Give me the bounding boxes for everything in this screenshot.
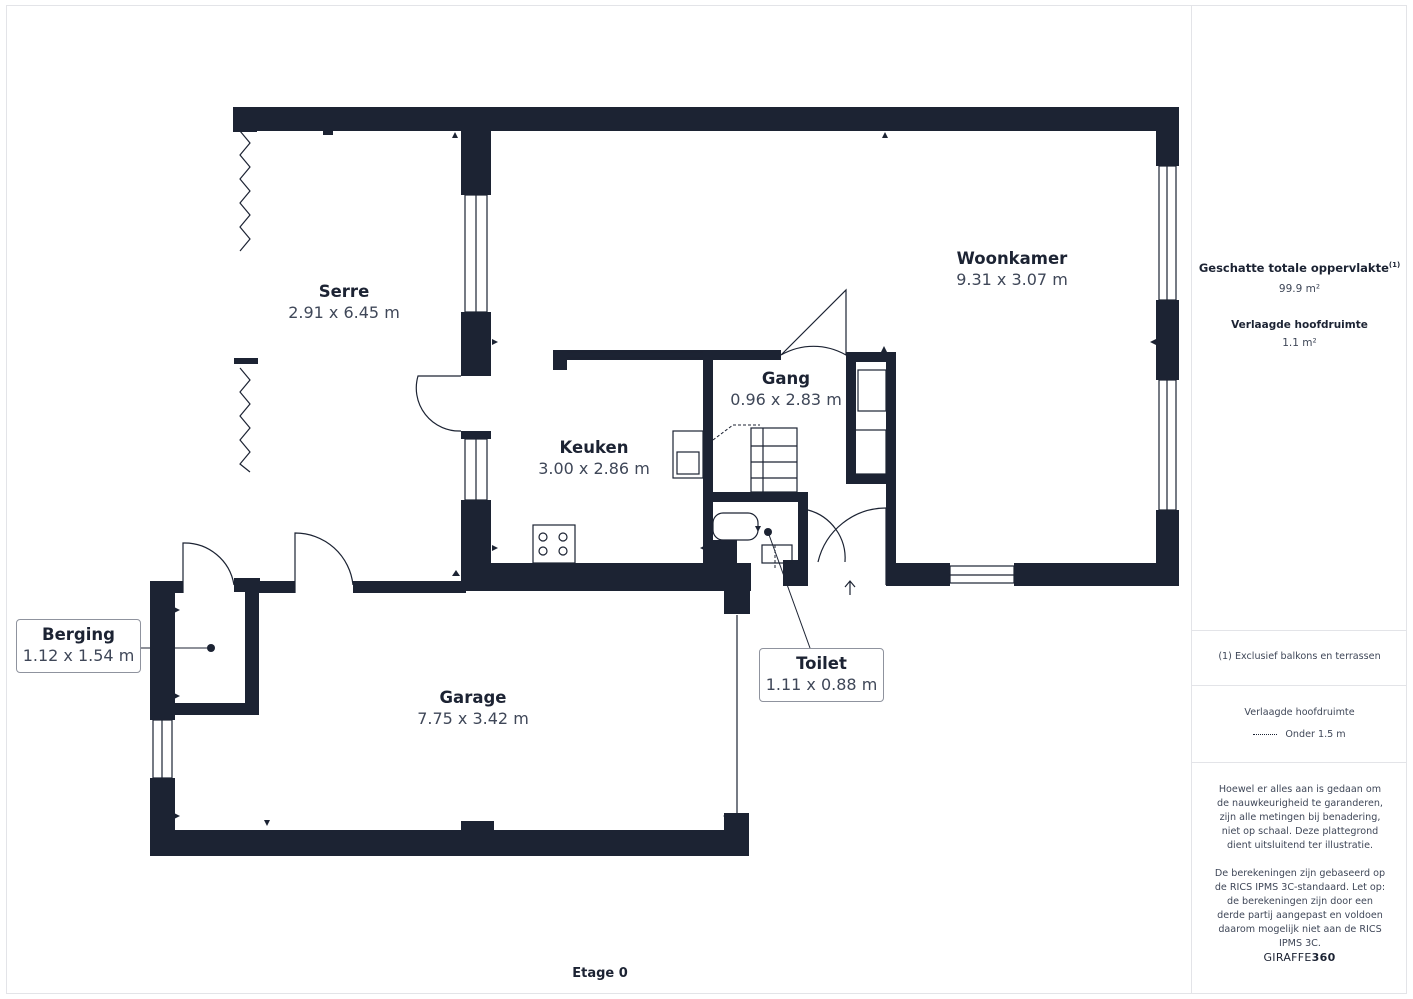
total-area-title-text: Geschatte totale oppervlakte	[1198, 261, 1389, 275]
floor-label: Etage 0	[572, 966, 628, 981]
room-serre-dims: 2.91 x 6.45 m	[288, 303, 400, 322]
room-toilet-callout: Toilet 1.11 x 0.88 m	[759, 648, 884, 702]
room-berging-callout: Berging 1.12 x 1.54 m	[16, 619, 141, 673]
reduced-headroom-block: Verlaagde hoofdruimte 1.1 m²	[1192, 319, 1407, 349]
dotted-line-icon	[1253, 733, 1278, 735]
disclaimer-1: Hoewel er alles aan is gedaan om de nauw…	[1217, 784, 1383, 851]
disclaimer-2: De berekeningen zijn gebaseerd op de RIC…	[1214, 868, 1386, 949]
berging-marker	[207, 644, 215, 652]
reduced-headroom-value: 1.1 m²	[1282, 337, 1317, 349]
room-gang: Gang 0.96 x 2.83 m	[711, 368, 861, 411]
toilet-marker	[764, 528, 772, 536]
separator	[1192, 685, 1407, 686]
room-serre: Serre 2.91 x 6.45 m	[264, 281, 424, 324]
room-keuken: Keuken 3.00 x 2.86 m	[514, 437, 674, 480]
legend-item-label: Onder 1.5 m	[1285, 729, 1346, 740]
room-keuken-name: Keuken	[559, 438, 629, 457]
reduced-headroom-lines	[712, 424, 776, 570]
floor-plan	[140, 107, 1179, 856]
total-area-footnote: (1)	[1388, 261, 1401, 270]
total-area-title: Geschatte totale oppervlakte(1)	[1192, 261, 1407, 275]
walls	[150, 107, 1179, 856]
legend-sidebar: Geschatte totale oppervlakte(1) 99.9 m² …	[1191, 5, 1407, 994]
room-garage-name: Garage	[439, 688, 507, 707]
separator	[1192, 762, 1407, 763]
separator	[1192, 630, 1407, 631]
total-area-block: Geschatte totale oppervlakte(1) 99.9 m²	[1192, 261, 1407, 295]
brand-logo: GIRAFFE360	[1192, 951, 1407, 964]
wall-markers	[174, 129, 1156, 826]
legend-item: Onder 1.5 m	[1192, 729, 1407, 740]
total-area-value: 99.9 m²	[1278, 283, 1321, 295]
room-gang-dims: 0.96 x 2.83 m	[730, 390, 842, 409]
room-garage-dims: 7.75 x 3.42 m	[417, 709, 529, 728]
legend-title: Verlaagde hoofdruimte	[1244, 707, 1355, 718]
room-serre-name: Serre	[318, 282, 370, 301]
openings	[152, 130, 1177, 813]
room-berging-name: Berging	[42, 625, 115, 644]
room-keuken-dims: 3.00 x 2.86 m	[538, 459, 650, 478]
brand-bold: 360	[1311, 951, 1336, 964]
room-woonkamer-name: Woonkamer	[956, 249, 1068, 268]
room-berging-dims: 1.12 x 1.54 m	[22, 646, 135, 665]
room-woonkamer: Woonkamer 9.31 x 3.07 m	[932, 248, 1092, 291]
room-toilet-dims: 1.11 x 0.88 m	[765, 675, 878, 694]
brand-light: GIRAFFE	[1263, 951, 1312, 964]
callout-leaders	[140, 531, 811, 649]
room-gang-name: Gang	[761, 369, 811, 388]
room-woonkamer-dims: 9.31 x 3.07 m	[956, 270, 1068, 289]
room-garage: Garage 7.75 x 3.42 m	[393, 687, 553, 730]
footnote-text: (1) Exclusief balkons en terrassen	[1218, 651, 1381, 662]
reduced-headroom-title: Verlaagde hoofdruimte	[1231, 319, 1368, 331]
room-toilet-name: Toilet	[796, 654, 847, 673]
page-frame	[6, 5, 1407, 994]
